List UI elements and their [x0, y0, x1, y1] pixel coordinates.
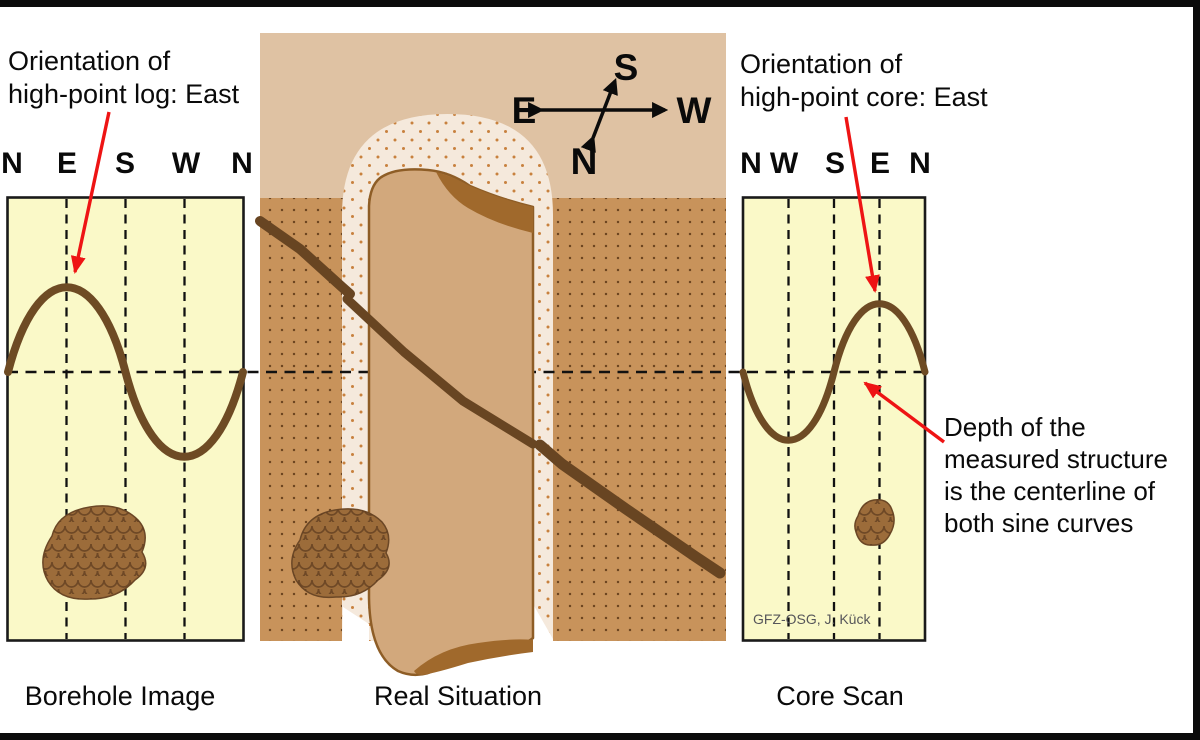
borehole-scale-s: S [114, 147, 136, 180]
core-sine-curve [739, 300, 929, 444]
caption-borehole-image: Borehole Image [24, 681, 216, 711]
arrow-log-highpoint [70, 111, 111, 274]
core-scale-n2: N [909, 147, 931, 180]
annotation-arrows [70, 111, 946, 444]
core-scan-panel [741, 196, 927, 642]
compass-label-w: W [676, 90, 712, 131]
blob-real-situation [291, 508, 390, 599]
core-body [367, 168, 535, 677]
blob-borehole-image [42, 505, 147, 600]
core-scale-s: S [824, 147, 846, 180]
fracture-rock-right [534, 439, 726, 579]
compass-label-e: E [511, 90, 537, 131]
log-orientation-annotation: Orientation of high-point log: East [8, 46, 240, 109]
arrow-depth-centerline [863, 381, 946, 444]
core-scale-w: W [769, 147, 799, 180]
frame-top [0, 0, 1200, 7]
frame-right [1193, 0, 1200, 740]
core-scale-n1: N [740, 147, 762, 180]
core-scale-e: E [869, 147, 891, 180]
borehole-scale-n2: N [231, 147, 253, 180]
compass-ns-axis [580, 78, 618, 153]
compass-label-n: N [570, 141, 598, 182]
arrow-core-highpoint [844, 116, 880, 294]
borehole-sine-curve [4, 283, 247, 461]
borehole-scale-w: W [171, 147, 201, 180]
caption-real-situation: Real Situation [373, 681, 543, 711]
blob-core-scan [854, 498, 895, 546]
credit-text: GFZ-OSG, J. Kück [753, 611, 871, 627]
borehole-scale-n1: N [1, 147, 23, 180]
frame-bottom [0, 733, 1200, 740]
annulus-bottom-gap-right [533, 604, 553, 641]
borehole-scale-e: E [56, 147, 78, 180]
annulus-bottom-gap-left [342, 607, 369, 641]
rock-inclusions [42, 498, 895, 600]
fracture-core [342, 294, 538, 449]
fracture-rock-left [255, 216, 355, 299]
fracture-structure [255, 216, 726, 579]
core-cylinder [367, 168, 535, 677]
compass-label-s: S [613, 47, 639, 88]
core-bottom-breakage [414, 639, 533, 675]
caption-core-scan: Core Scan [776, 681, 904, 711]
depth-annotation: Depth of the measured structure is the c… [944, 412, 1168, 538]
core-orientation-annotation: Orientation of high-point core: East [740, 49, 988, 112]
compass-arrows [528, 78, 669, 153]
core-top-breakage [436, 172, 533, 233]
